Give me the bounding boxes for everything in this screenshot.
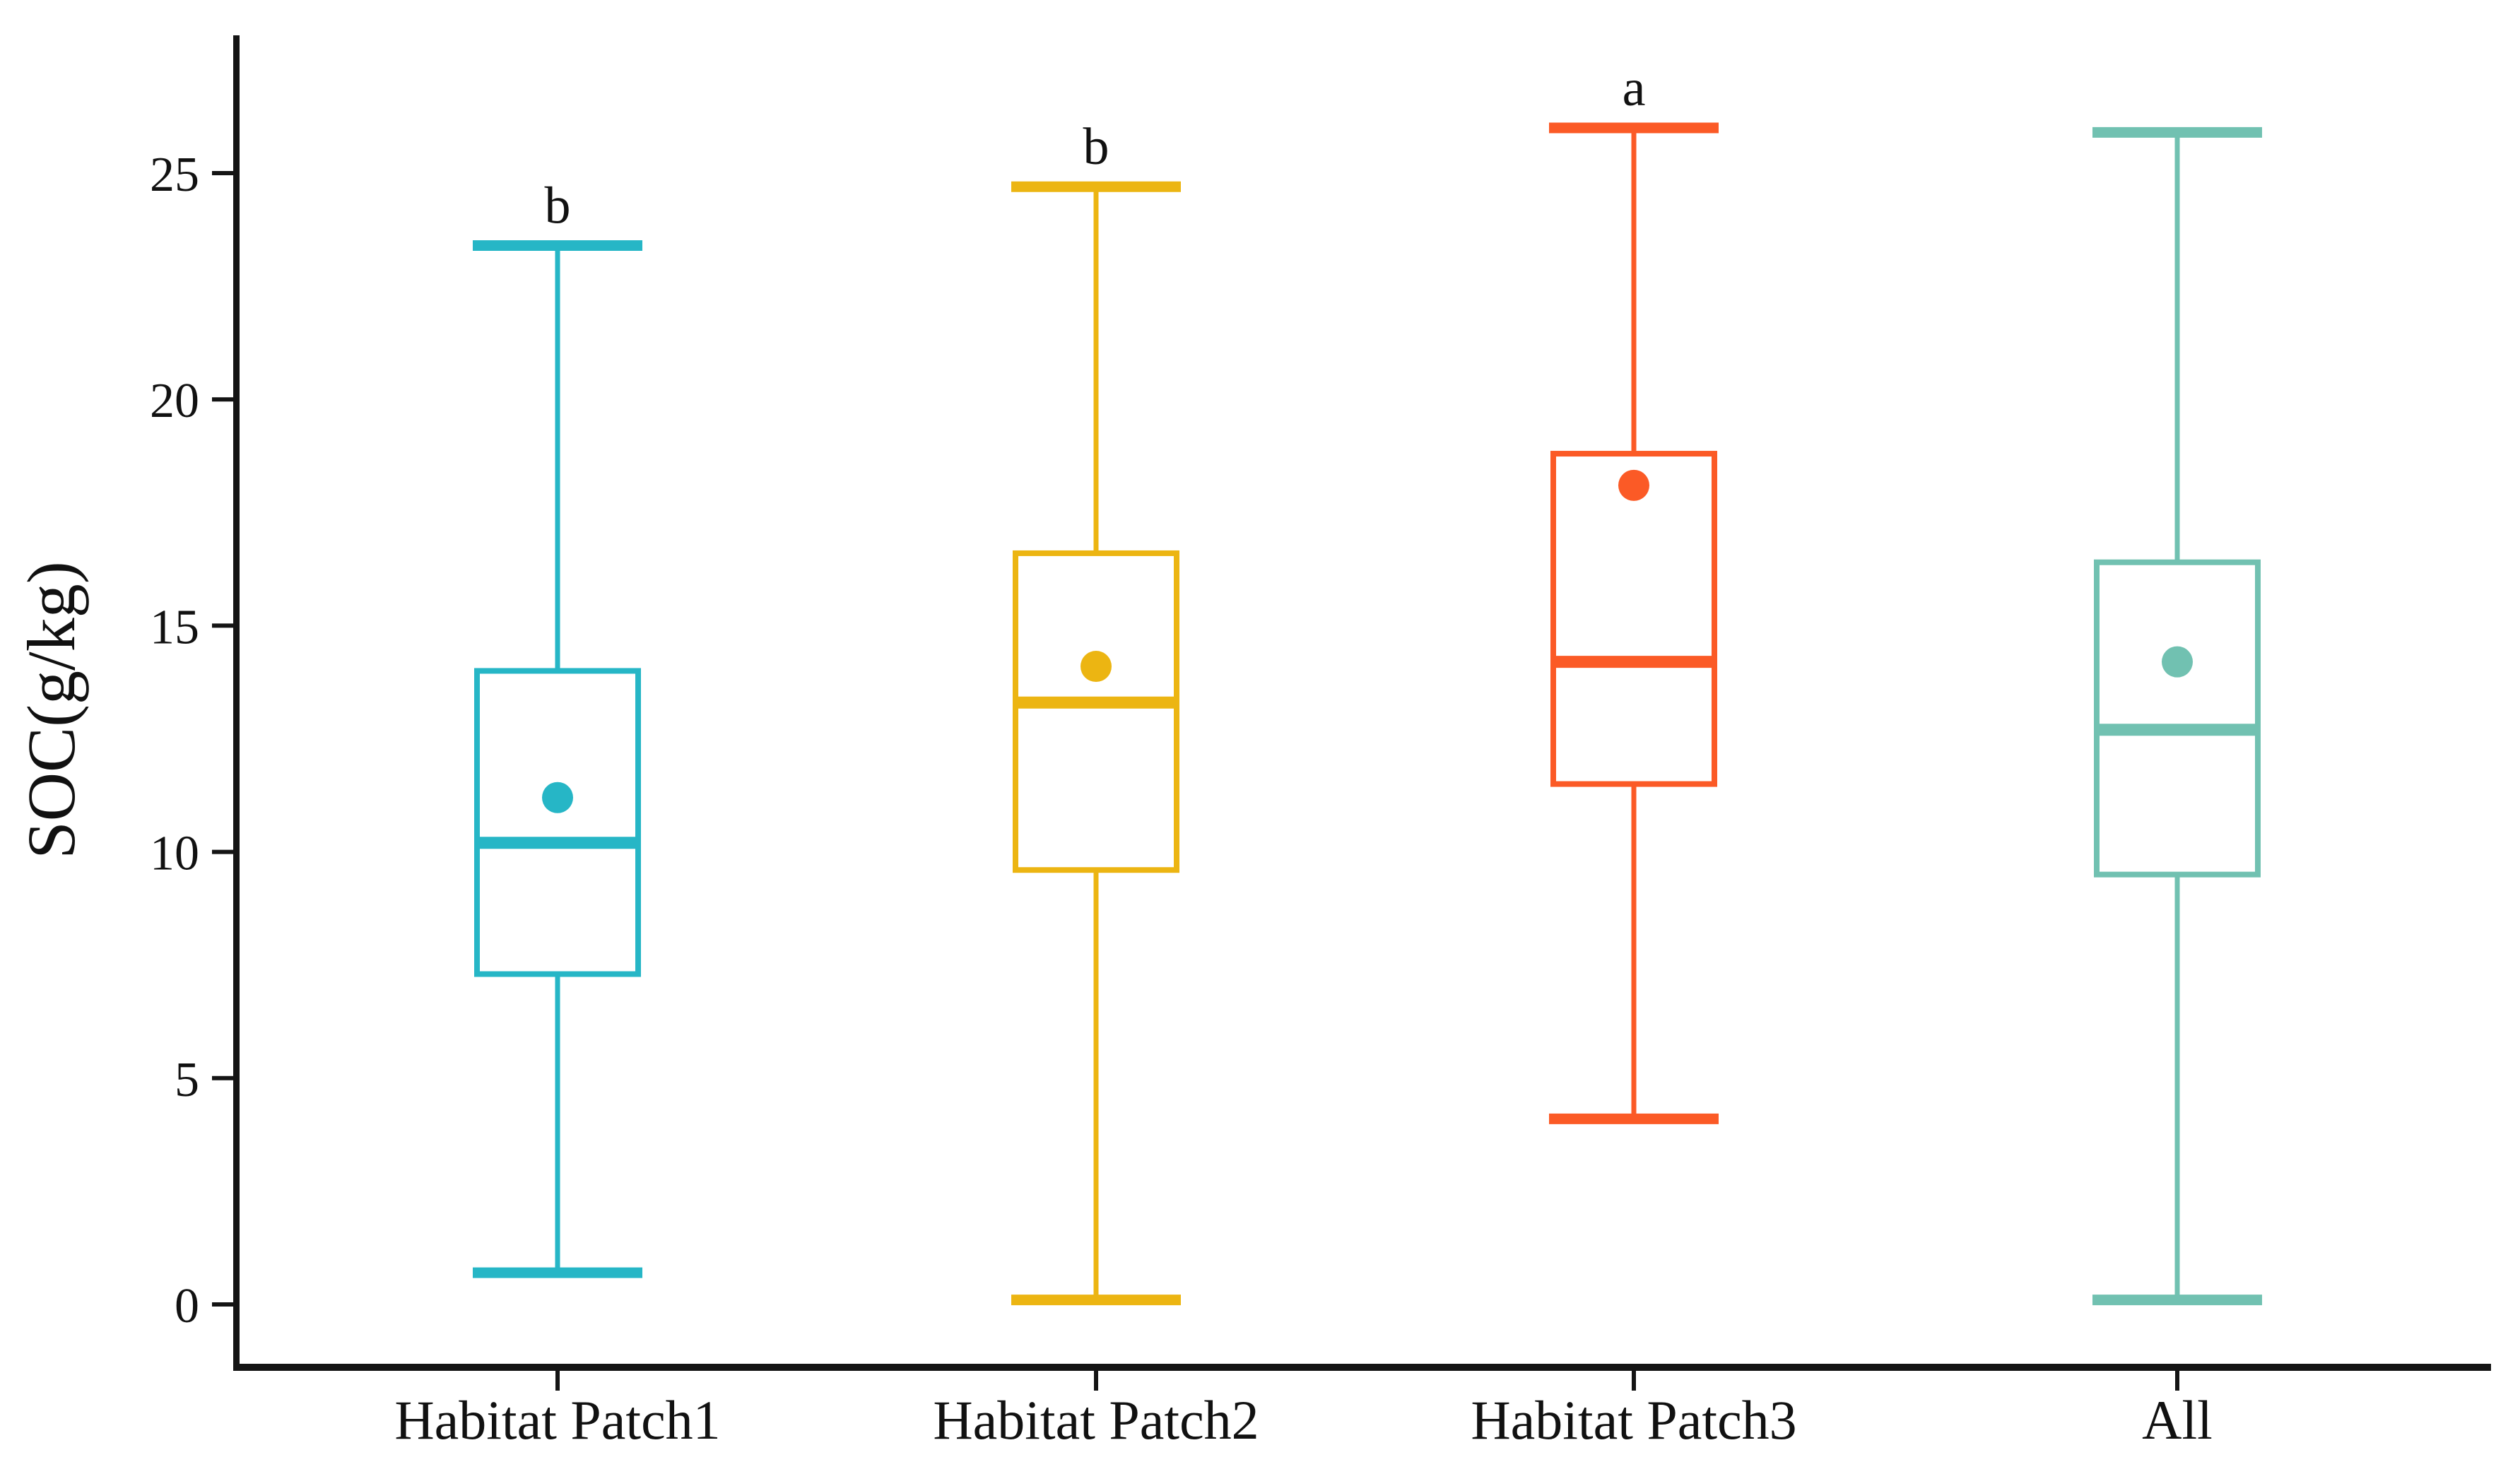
mean-dot — [1081, 651, 1112, 683]
significance-letter: b — [545, 177, 571, 235]
mean-dot — [2162, 646, 2193, 678]
mean-dot — [1618, 469, 1649, 501]
significance-letter: a — [1623, 59, 1646, 117]
significance-letter: b — [1083, 118, 1109, 176]
x-category-label: Habitat Patch3 — [1471, 1389, 1796, 1451]
x-category-label: Habitat Patch1 — [394, 1389, 720, 1451]
boxes-layer: b b a — [473, 59, 2262, 1306]
y-tick-label: 20 — [150, 374, 199, 428]
x-category-label: Habitat Patch2 — [933, 1389, 1259, 1451]
x-axis-spine — [233, 1364, 2491, 1371]
y-tick-label: 15 — [150, 600, 199, 654]
iqr-box — [474, 668, 641, 977]
y-tick-label: 25 — [150, 148, 199, 202]
mean-dot — [542, 782, 573, 813]
y-tick-label: 0 — [175, 1279, 199, 1333]
y-tick-label: 5 — [175, 1053, 199, 1107]
iqr-box — [1550, 451, 1717, 787]
iqr-box — [2094, 559, 2261, 878]
iqr-box — [1013, 550, 1179, 873]
x-category-label: All — [2142, 1389, 2213, 1451]
y-axis-title: SOC(g/kg) — [13, 561, 89, 859]
y-tick-label: 10 — [150, 827, 199, 881]
y-axis-spine — [233, 35, 240, 1371]
